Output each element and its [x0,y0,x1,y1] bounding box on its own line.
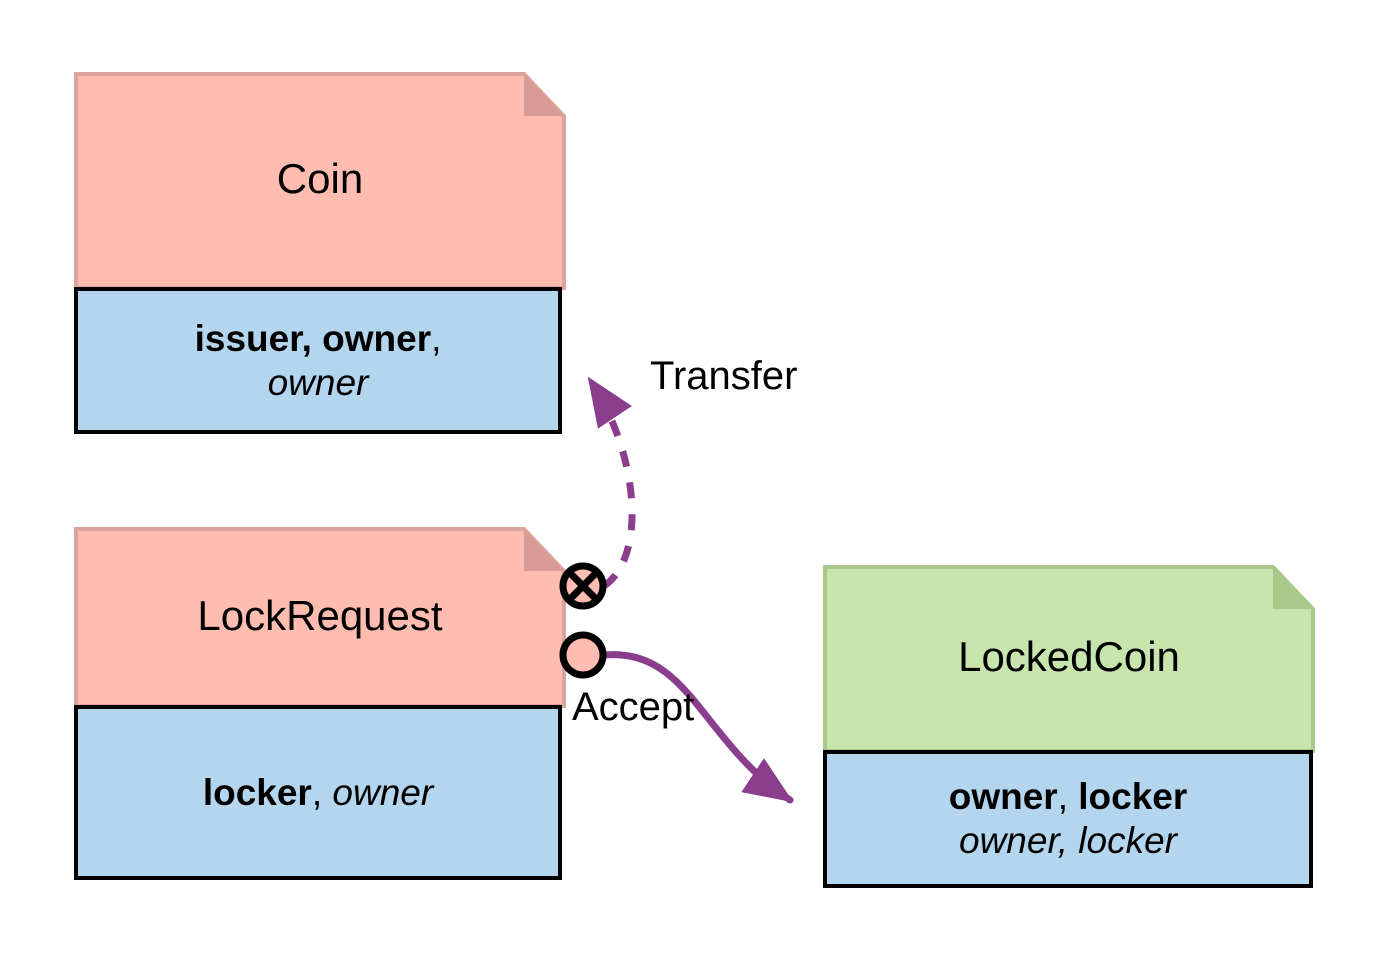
folded-corner-icon [524,529,564,571]
attribute-part: locker [202,771,312,813]
artifact-coin-title: Coin [276,155,364,203]
connector-accept-line[interactable] [600,651,794,804]
attribute-part: , [311,771,333,813]
attribute-part: owner [267,361,369,403]
attribute-part: owner, locker [959,820,1177,861]
artifact-body-fill [823,565,1315,753]
artifact-lockedcoin-header-shape [823,565,1315,753]
artifact-lockedcoin[interactable]: LockedCoin owner, locker owner, locker [823,565,1315,888]
artifact-lockedcoin-attributes: owner, locker owner, locker [823,750,1313,888]
accept-port-icon[interactable] [559,631,607,679]
attribute-part: issuer, owner [194,317,432,359]
artifact-coin[interactable]: Coin issuer, owner, owner [74,72,566,434]
attribute-row: owner, locker [959,819,1177,863]
connector-accept-label: Accept [572,685,695,729]
attribute-row: locker, owner [203,771,433,815]
attribute-part: , [1057,776,1079,818]
attribute-row: owner [268,361,369,405]
transfer-port[interactable] [559,562,607,610]
artifact-coin-attributes: issuer, owner, owner [74,287,562,434]
artifact-lockrequest-title: LockRequest [197,591,443,639]
attribute-row: issuer, owner, [195,317,442,361]
folded-corner-icon [524,74,564,116]
artifact-body-fill [74,72,566,290]
artifact-lockedcoin-title: LockedCoin [958,633,1180,681]
connector-transfer-line[interactable] [587,376,636,589]
artifact-coin-header-shape [74,72,566,290]
connector-transfer-label: Transfer [650,354,798,398]
folded-corner-icon [1273,567,1313,609]
artifact-body-fill [74,527,566,708]
attribute-part: , [431,317,442,359]
attribute-part: owner [948,776,1058,818]
artifact-lockrequest-attributes: locker, owner [74,705,562,880]
crossed-circle-port-icon[interactable] [559,562,607,610]
artifact-lockrequest-header-shape [74,527,566,708]
artifact-lockrequest[interactable]: LockRequest locker, owner [74,527,566,880]
attribute-part: locker [1078,776,1188,818]
attribute-part: owner [332,771,434,813]
attribute-row: owner, locker [949,775,1188,819]
